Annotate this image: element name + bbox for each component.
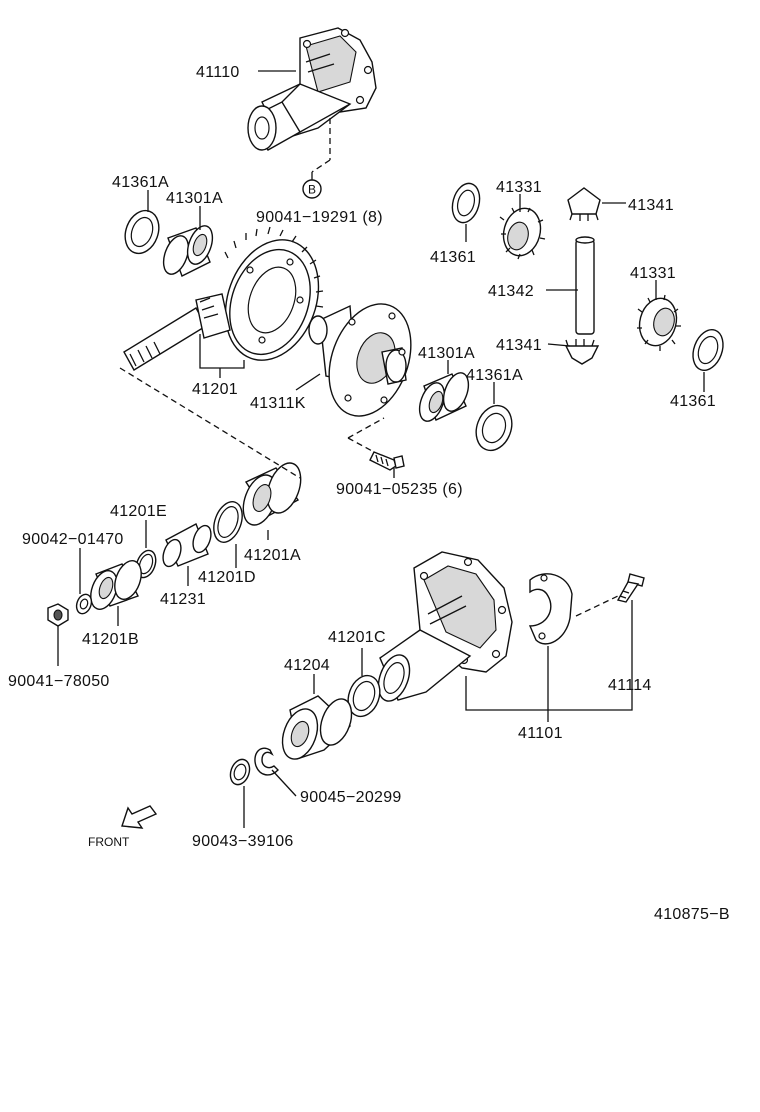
- part-41101-housing: [377, 551, 513, 702]
- part-41341-pinion-gear-bottom: [564, 339, 600, 365]
- front-arrow: [121, 805, 158, 829]
- part-41201B-bearing: [90, 560, 142, 610]
- label-41361A-top: 41361A: [112, 174, 169, 191]
- label-90041-05235: 90041−05235 (6): [336, 481, 463, 498]
- label-41201D: 41201D: [198, 569, 256, 586]
- part-41361A-seal-mid: [475, 404, 513, 452]
- label-41201: 41201: [192, 381, 238, 398]
- part-90041-05235-bolt: [369, 451, 405, 471]
- label-90042-01470: 90042−01470: [22, 531, 124, 548]
- label-41201E: 41201E: [110, 503, 167, 520]
- label-41204: 41204: [284, 657, 330, 674]
- part-90042-01470-washer: [75, 593, 93, 615]
- label-41301A-mid: 41301A: [418, 345, 475, 362]
- part-41341-pinion-gear-top: [567, 187, 601, 221]
- label-41231: 41231: [160, 591, 206, 608]
- part-41101-bearing-cap: [528, 573, 573, 645]
- part-41301A-bearing-mid: [418, 372, 470, 422]
- label-41110: 41110: [196, 64, 240, 81]
- front-label: FRONT: [88, 835, 130, 849]
- label-41331-top: 41331: [496, 179, 542, 196]
- label-41341-top: 41341: [628, 197, 674, 214]
- label-41361-right: 41361: [670, 393, 716, 410]
- ref-circle-b: B: [302, 179, 322, 199]
- part-41231-spacer: [162, 523, 212, 568]
- part-41201A-bearing: [242, 462, 302, 526]
- part-41201D-shim: [213, 501, 243, 543]
- part-41361A-seal-top: [124, 209, 160, 255]
- part-labels: 41110 41361A 41301A 90041−19291 (8) 4136…: [8, 64, 730, 923]
- part-41361-washer-top: [451, 182, 481, 224]
- label-41361-top: 41361: [430, 249, 476, 266]
- leader-lines: [57, 70, 705, 828]
- part-41331-side-gear-right: [637, 294, 681, 351]
- label-41101: 41101: [518, 725, 563, 742]
- part-41201-ring-gear: [224, 226, 324, 361]
- part-41331-side-gear-top: [499, 207, 546, 260]
- part-41361-washer-right: [692, 328, 724, 372]
- part-41301A-bearing-top: [162, 225, 214, 277]
- label-41331-right: 41331: [630, 265, 676, 282]
- label-41311K: 41311K: [250, 395, 306, 412]
- label-41201A: 41201A: [244, 547, 301, 564]
- part-41201-drive-pinion: [123, 293, 231, 371]
- diagram-ref-code: 410875−B: [654, 906, 730, 923]
- label-41341-bottom: 41341: [496, 337, 542, 354]
- part-41204-nut: [281, 695, 353, 760]
- part-41114-bolt: [616, 573, 645, 603]
- part-41342-pinion-shaft: [575, 236, 595, 335]
- label-41201B: 41201B: [82, 631, 139, 648]
- svg-text:B: B: [308, 183, 316, 197]
- label-90041-19291: 90041−19291 (8): [256, 209, 383, 226]
- label-41342: 41342: [488, 283, 534, 300]
- part-90043-39106-washer: [229, 758, 251, 786]
- part-41110-housing: [247, 27, 377, 151]
- part-90045-20299-snap-ring: [254, 747, 279, 776]
- label-90043-39106: 90043−39106: [192, 833, 294, 850]
- label-90045-20299: 90045−20299: [300, 789, 402, 806]
- label-41361A-mid: 41361A: [466, 367, 523, 384]
- label-41301A-top: 41301A: [166, 190, 223, 207]
- label-41114: 41114: [608, 677, 652, 694]
- part-41311K-diff-case: [308, 303, 412, 417]
- label-41201C: 41201C: [328, 629, 386, 646]
- label-90041-78050: 90041−78050: [8, 673, 110, 690]
- part-41201C-shim: [347, 674, 381, 718]
- part-90041-78050-nut: [47, 603, 69, 627]
